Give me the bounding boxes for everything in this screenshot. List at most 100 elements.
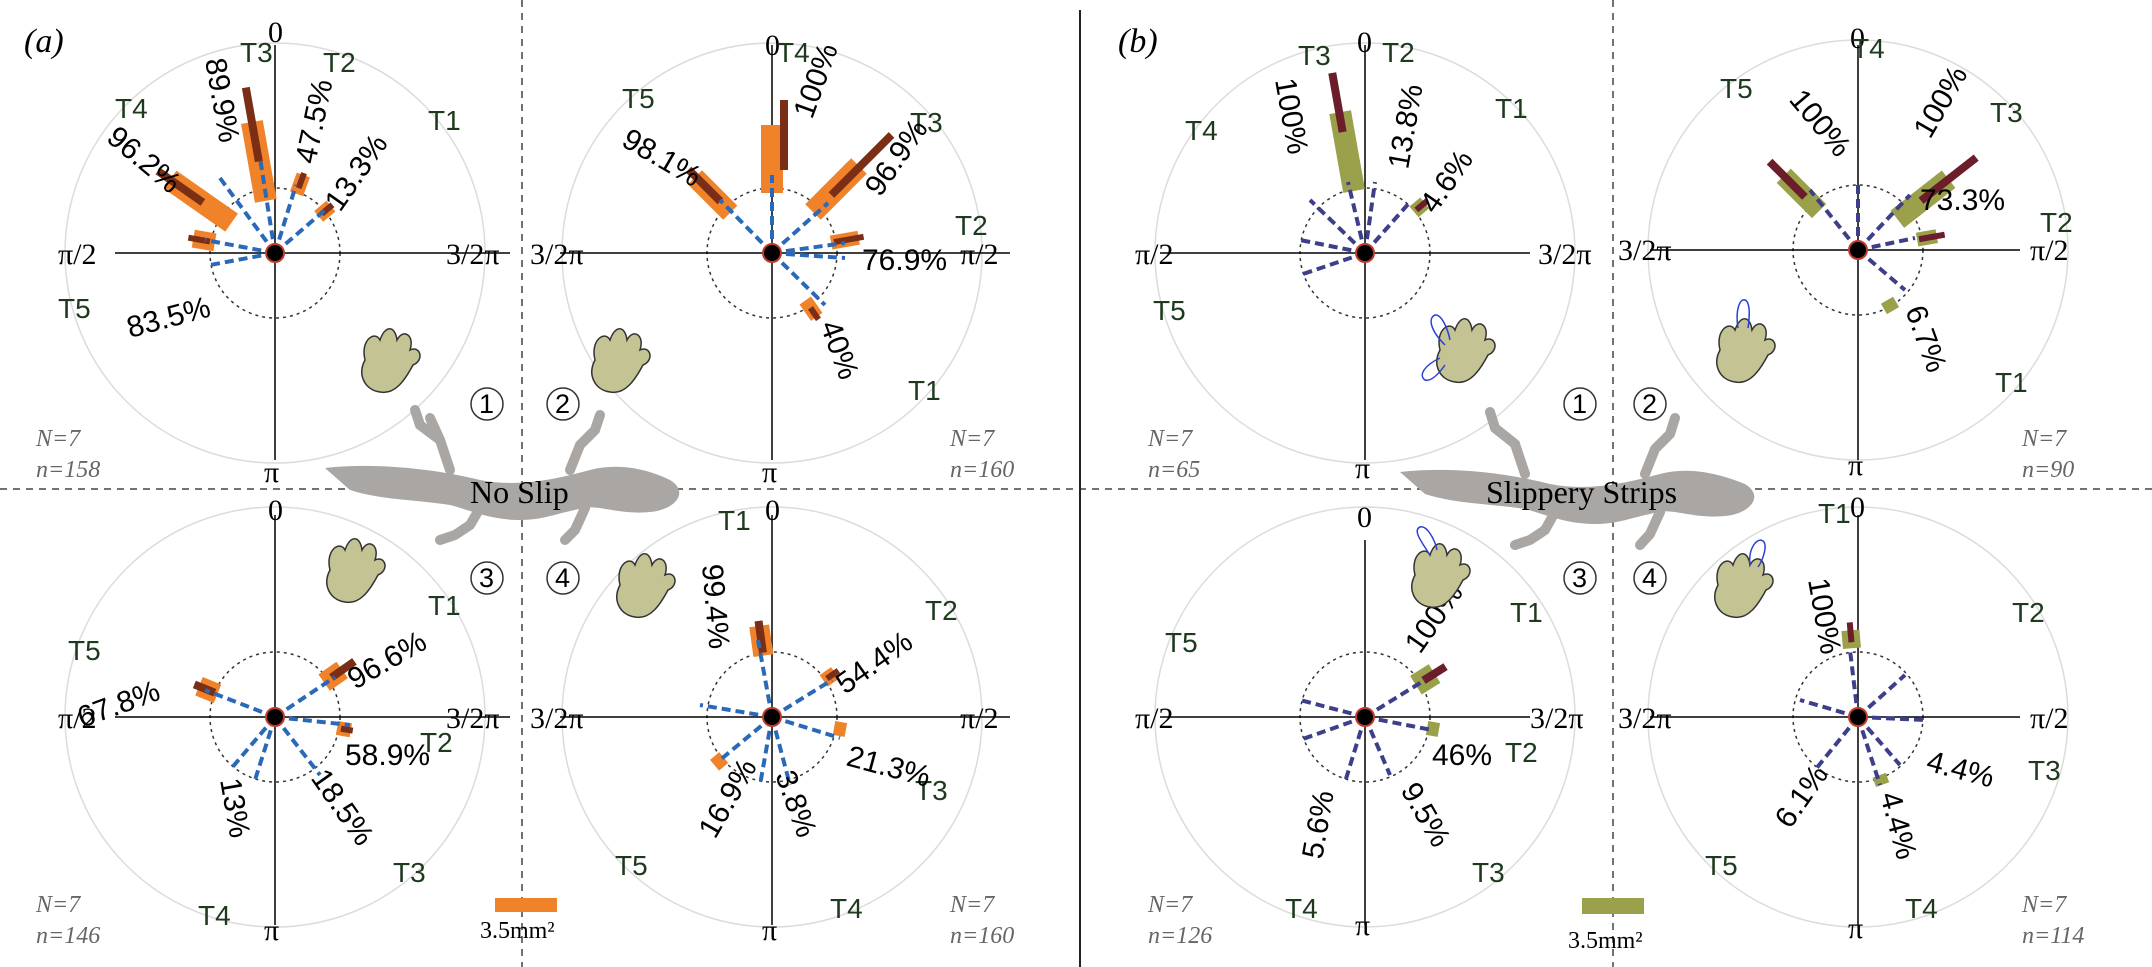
pct-t3: 4.4% (1873, 788, 1923, 863)
scale-label-b: 3.5mm² (1568, 928, 1643, 954)
stat-n: n=90 (2022, 457, 2074, 483)
foot-icon-b3 (1411, 526, 1471, 609)
pct-t1: 99.4% (695, 563, 735, 651)
foot-icon-b4 (1714, 539, 1774, 619)
toe-label-t5: T5 (68, 635, 101, 666)
toe-label-t4: T4 (115, 93, 148, 124)
bars (1841, 622, 1890, 788)
angle-top-label: 0 (1850, 22, 1865, 55)
toe-label-t2: T2 (323, 47, 356, 78)
angle-right-label: 3/2π (1538, 238, 1591, 271)
angle-right-label: 3/2π (446, 238, 499, 271)
polar-plot-a3: 0 π π/2 3/2π T1 T2 T3 T4 T5 96.6% 58.9% … (35, 494, 510, 949)
center-label-a: No Slip (470, 474, 569, 510)
bars (685, 100, 895, 322)
pct-t1: 4.6% (1414, 144, 1480, 219)
bars (1766, 154, 1979, 315)
toe-label-t4: T4 (1852, 33, 1885, 64)
toe-label-t5: T5 (1153, 295, 1186, 326)
mean-rays (204, 675, 351, 781)
mean-rays (699, 639, 841, 786)
pct-t1: 96.6% (342, 625, 432, 696)
foot-icon-b1 (1421, 314, 1496, 384)
pct-t2: 13.8% (1382, 82, 1429, 172)
angle-top-label: 0 (268, 16, 283, 49)
angle-bottom-label: π (1355, 909, 1370, 942)
pct-t1: 13.3% (319, 128, 395, 217)
foot-icon-a1 (361, 328, 421, 394)
bars (1410, 663, 1448, 737)
panel-a-label: (a) (24, 23, 64, 60)
quadrant-markers-b: 1 2 3 4 (1563, 387, 1667, 595)
svg-text:2: 2 (555, 389, 570, 419)
pct-t5: 83.5% (123, 291, 214, 345)
polar-plot-a1: 0 π π/2 3/2π T1 T2 T3 T4 T5 13.3% 47.5% … (35, 16, 510, 489)
toe-label-t3: T3 (2028, 755, 2061, 786)
angle-bottom-label: π (1848, 912, 1863, 945)
angle-top-label: 0 (1850, 491, 1865, 524)
angle-left-label: π/2 (58, 238, 96, 271)
stat-n: n=65 (1148, 457, 1200, 483)
angle-left-label: 3/2π (530, 238, 583, 271)
toe-label-t1: T1 (1995, 367, 2028, 398)
angle-right-label: π/2 (2030, 702, 2068, 735)
foot-icon-a4 (616, 553, 676, 619)
toe-label-t2: T2 (1505, 737, 1538, 768)
toe-label-t4: T4 (830, 893, 863, 924)
gecko-silhouette-a (325, 405, 680, 545)
svg-text:2: 2 (1642, 389, 1657, 419)
toe-label-t4: T4 (1905, 893, 1938, 924)
stat-N: N=7 (949, 892, 995, 918)
toe-label-t1: T1 (428, 105, 461, 136)
angle-top-label: 0 (1357, 501, 1372, 534)
polar-plot-b2: 0 π 3/2π π/2 T1 T2 T3 T4 T5 6.7% 73.3% 1… (1618, 22, 2074, 483)
angle-top-label: 0 (268, 494, 283, 527)
polar-plot-a2: 0 π 3/2π π/2 T1 T2 T3 T4 T5 40% 76.9% 96… (530, 29, 1014, 489)
angle-top-label: 0 (1357, 26, 1372, 59)
pct-t1: 100% (1801, 575, 1847, 656)
angle-right-label: 3/2π (446, 702, 499, 735)
mean-rays (718, 175, 846, 307)
stat-N: N=7 (1147, 426, 1193, 452)
pct-t4: 13% (213, 775, 256, 840)
polar-plot-b4: 0 π 3/2π π/2 T1 T2 T3 T4 T5 100% 4.4% 4.… (1618, 491, 2084, 949)
scale-bar-b (1582, 898, 1644, 914)
svg-text:1: 1 (1572, 389, 1587, 419)
toe-label-t5: T5 (1165, 627, 1198, 658)
pct-t1: 40% (813, 316, 865, 384)
toe-label-t3: T3 (910, 107, 943, 138)
svg-text:1: 1 (479, 389, 494, 419)
scale-bar-a (495, 898, 557, 912)
angle-top-label: 0 (765, 29, 780, 62)
angle-left-label: 3/2π (530, 702, 583, 735)
toe-label-t2: T2 (955, 210, 988, 241)
toe-label-t2: T2 (1382, 37, 1415, 68)
toe-label-t3: T3 (393, 857, 426, 888)
svg-text:4: 4 (1642, 563, 1657, 593)
stat-N: N=7 (35, 892, 81, 918)
stat-N: N=7 (35, 426, 81, 452)
polar-plot-b1: 0 π π/2 3/2π T1 T2 T3 T4 T5 4.6% 13.8% 1… (1135, 26, 1591, 485)
toe-label-t3: T3 (915, 775, 948, 806)
angle-right-label: 3/2π (1530, 702, 1583, 735)
toe-label-t3: T3 (240, 37, 273, 68)
quadrant-markers-a: 1 2 3 4 (470, 387, 580, 595)
foot-icon-b2 (1716, 299, 1776, 384)
center-label-b: Slippery Strips (1486, 474, 1677, 510)
stat-n: n=146 (36, 923, 100, 949)
pct-t3: 21.3% (843, 740, 934, 794)
mean-rays (1808, 180, 1916, 292)
pct-t1: 6.7% (1898, 301, 1952, 377)
toe-label-t3: T3 (1472, 857, 1505, 888)
pct-t5: 98.1% (617, 122, 707, 193)
mean-rays (204, 157, 327, 267)
svg-text:4: 4 (555, 563, 570, 593)
pct-t2: 58.9% (345, 739, 430, 772)
pct-t3: 100% (1268, 75, 1314, 156)
pct-t2: 4.4% (1923, 745, 1998, 795)
toe-label-t1: T1 (428, 590, 461, 621)
gecko-silhouette-b (1400, 407, 1755, 550)
toe-label-t1: T1 (1510, 597, 1543, 628)
pct-t5: 67.8% (73, 674, 164, 734)
